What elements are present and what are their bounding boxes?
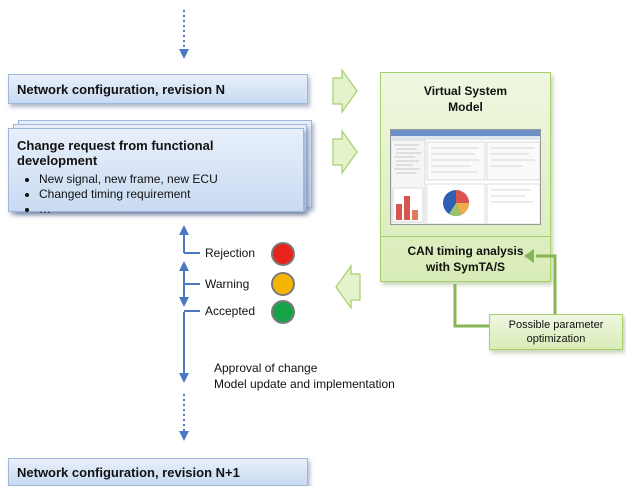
change-request-item: Changed timing requirement xyxy=(39,187,295,202)
rejection-label: Rejection xyxy=(205,246,256,260)
possible-parameter-optimization-box: Possible parameter optimization xyxy=(489,314,623,350)
optimization-connector xyxy=(453,284,489,328)
can-timing-analysis-label: CAN timing analysis with SymTA/S xyxy=(381,243,550,275)
vsm-title-line-2: Model xyxy=(448,100,483,114)
approval-line-1: Approval of change xyxy=(214,361,318,375)
optimization-line-2: optimization xyxy=(526,333,586,345)
arrow-from-vsm-icon xyxy=(335,264,361,310)
red-light-icon xyxy=(271,242,295,266)
change-request-item: New signal, new frame, new ECU xyxy=(39,172,295,187)
analysis-line-2: with SymTA/S xyxy=(425,260,506,274)
revision-n-label: Network configuration, revision N xyxy=(17,82,226,97)
change-request-item: … xyxy=(39,202,295,217)
vsm-title-line-1: Virtual System xyxy=(423,84,508,98)
optimization-connector xyxy=(536,254,557,314)
accepted-label: Accepted xyxy=(205,304,256,318)
change-request-list: New signal, new frame, new ECU Changed t… xyxy=(17,172,295,217)
symtas-screenshot-image xyxy=(391,130,540,224)
approval-note: Approval of change Model update and impl… xyxy=(214,360,395,392)
vsm-divider xyxy=(381,236,550,237)
yellow-light-icon xyxy=(271,272,295,296)
optimization-line-1: Possible parameter xyxy=(508,319,604,331)
network-config-revision-n-plus-1: Network configuration, revision N+1 xyxy=(8,458,308,486)
arrow-to-vsm-icon xyxy=(332,68,358,114)
approval-line-2: Model update and implementation xyxy=(214,377,395,391)
optimization-arrowhead-icon xyxy=(524,249,534,263)
change-request-title: Change request from functional developme… xyxy=(17,138,214,168)
analysis-line-1: CAN timing analysis xyxy=(407,244,524,258)
change-request-box: Change request from functional developme… xyxy=(8,128,304,216)
warning-label: Warning xyxy=(205,277,250,291)
revision-n1-label: Network configuration, revision N+1 xyxy=(17,465,240,480)
virtual-system-model-box: Virtual System Model xyxy=(380,72,551,282)
network-config-revision-n: Network configuration, revision N xyxy=(8,74,308,104)
virtual-system-model-title: Virtual System Model xyxy=(381,83,550,115)
symtas-screenshot-thumbnail xyxy=(390,129,541,225)
green-light-icon xyxy=(271,300,295,324)
arrow-to-vsm-icon xyxy=(332,129,358,175)
